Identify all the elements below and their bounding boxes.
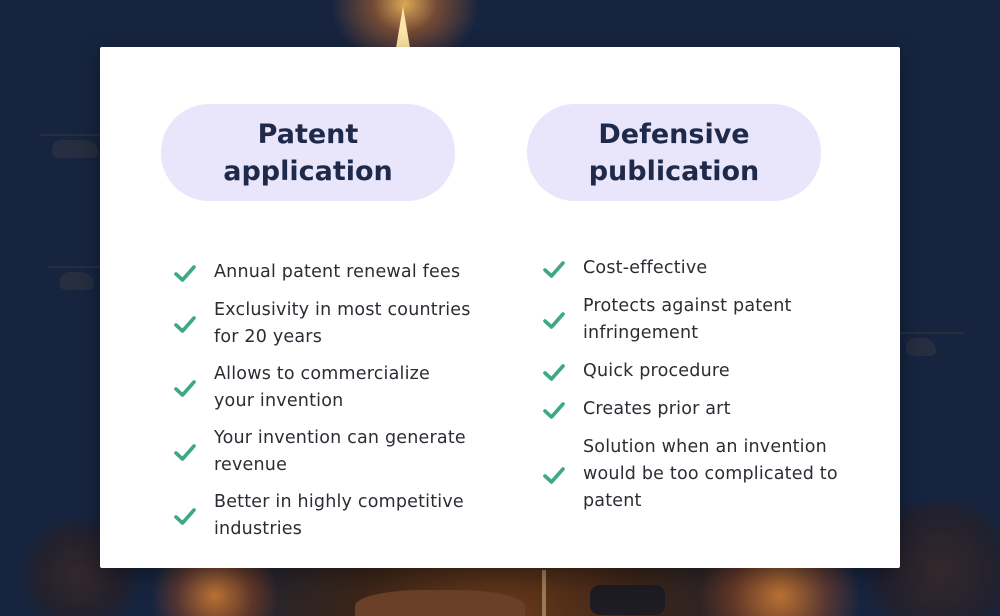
list-item: Annual patent renewal fees xyxy=(173,259,473,286)
background-light-spike xyxy=(396,6,410,48)
list-item-text: Solution when an invention would be too … xyxy=(583,437,838,511)
column-title: Defensive publication xyxy=(588,118,760,187)
list-item-text: Allows to commercialize your invention xyxy=(214,364,431,411)
comparison-card: Patent application Defensive publication… xyxy=(100,47,900,568)
check-icon xyxy=(543,363,565,381)
check-icon xyxy=(174,444,196,461)
background-helicopter xyxy=(48,266,118,290)
list-item: Your invention can generate revenue xyxy=(173,425,473,479)
defensive-publication-header: Defensive publication xyxy=(527,104,821,201)
list-item-text: Annual patent renewal fees xyxy=(214,262,461,282)
list-item-text: Better in highly competitive industries xyxy=(214,492,464,539)
list-item: Exclusivity in most countries for 20 yea… xyxy=(173,297,473,351)
list-item: Quick procedure xyxy=(542,358,862,385)
background-rock xyxy=(355,590,525,616)
list-item: Creates prior art xyxy=(542,396,862,423)
background-gear xyxy=(590,585,665,615)
list-item: Better in highly competitive industries xyxy=(173,489,473,543)
list-item: Solution when an invention would be too … xyxy=(542,434,862,515)
list-item-text: Quick procedure xyxy=(583,361,730,381)
patent-application-header: Patent application xyxy=(161,104,455,201)
column-title: Patent application xyxy=(223,118,393,187)
list-item: Cost-effective xyxy=(542,255,862,282)
check-icon xyxy=(543,466,565,484)
list-item-text: Exclusivity in most countries for 20 yea… xyxy=(214,300,471,347)
list-item-text: Cost-effective xyxy=(583,258,708,278)
background-helicopter xyxy=(40,134,110,158)
background-helicopter xyxy=(894,332,964,356)
check-icon xyxy=(174,316,196,333)
list-item-text: Creates prior art xyxy=(583,399,731,419)
check-icon xyxy=(543,401,565,419)
list-item-text: Your invention can generate revenue xyxy=(214,428,466,475)
list-item: Allows to commercialize your invention xyxy=(173,361,473,415)
check-icon xyxy=(543,260,565,278)
list-item: Protects against patent infringement xyxy=(542,293,862,347)
list-item-text: Protects against patent infringement xyxy=(583,296,792,343)
check-icon xyxy=(543,312,565,329)
check-icon xyxy=(174,264,196,282)
check-icon xyxy=(174,508,196,525)
background-stick xyxy=(542,570,546,616)
check-icon xyxy=(174,380,196,397)
